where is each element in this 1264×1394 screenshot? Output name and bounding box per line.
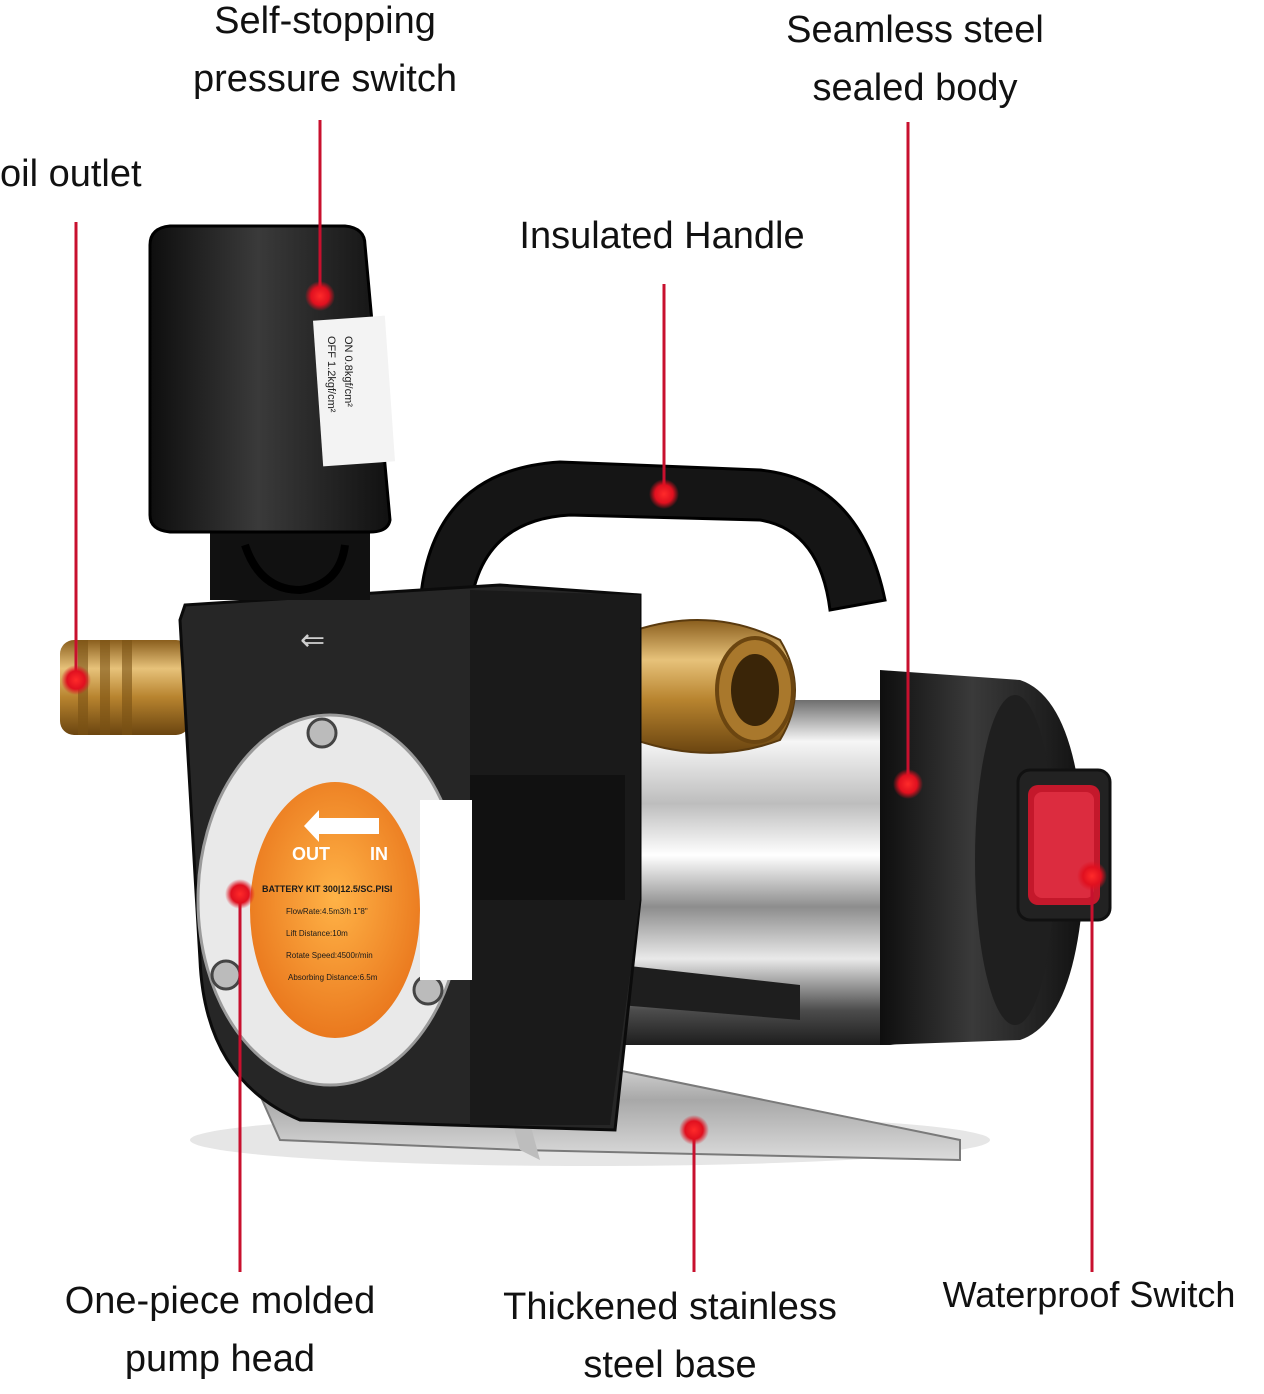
- callout-pressure-switch: Self-stopping pressure switch: [150, 0, 500, 108]
- callout-oil-outlet: oil outlet: [0, 145, 176, 203]
- label-rotate: Rotate Speed:4500r/min: [286, 951, 373, 960]
- callout-pump-head: One-piece molded pump head: [20, 1272, 420, 1388]
- insulated-handle: [418, 460, 887, 612]
- callout-switch-line1: Waterproof Switch: [942, 1274, 1236, 1315]
- callout-handle-line1: Insulated Handle: [519, 215, 805, 257]
- leader-lines: [74, 120, 1094, 1272]
- callout-sealed-body-line1: Seamless steel: [786, 9, 1044, 51]
- marker-outlet: [61, 665, 91, 695]
- pressure-switch: ON 0.8kgf/cm² OFF 1.2kgf/cm²: [148, 224, 396, 600]
- white-block: [420, 800, 472, 980]
- marker-pressure: [305, 281, 335, 311]
- callout-pump-head-line1: One-piece molded: [64, 1280, 376, 1322]
- marker-base: [679, 1115, 709, 1145]
- flow-arrow-icon: ⇐: [300, 624, 325, 657]
- label-in: IN: [370, 844, 388, 864]
- marker-handle: [649, 479, 679, 509]
- callout-pump-head-line2: pump head: [124, 1338, 316, 1380]
- label-model: BATTERY KIT 300|12.5/SC.PISI: [262, 884, 392, 894]
- callout-base-line1: Thickened stainless: [503, 1286, 837, 1328]
- callout-sealed-body: Seamless steel sealed body: [745, 1, 1085, 117]
- steel-body: [560, 700, 910, 1045]
- waterproof-switch: [1016, 768, 1112, 922]
- callout-pressure-switch-line2: pressure switch: [193, 58, 457, 100]
- callout-handle: Insulated Handle: [482, 207, 842, 265]
- label-lift: Lift Distance:10m: [286, 929, 348, 938]
- label-absorb: Absorbing Distance:6.5m: [288, 973, 378, 982]
- sticker-on: ON 0.8kgf/cm²: [342, 336, 354, 407]
- marker-body: [893, 769, 923, 799]
- marker-head: [225, 879, 255, 909]
- sticker-off: OFF 1.2kgf/cm²: [325, 336, 337, 413]
- callout-oil-outlet-line1: oil outlet: [0, 153, 142, 195]
- leader-markers: [61, 281, 1107, 1145]
- label-out: OUT: [292, 844, 330, 864]
- spec-label: OUT IN BATTERY KIT 300|12.5/SC.PISI Flow…: [250, 782, 420, 1038]
- callout-pressure-switch-line1: Self-stopping: [214, 0, 436, 42]
- dark-block: [470, 775, 625, 900]
- callout-base-line2: steel base: [583, 1344, 757, 1386]
- callout-switch: Waterproof Switch: [916, 1266, 1262, 1324]
- label-flow-rate: FlowRate:4.5m3/h 1"8": [286, 907, 368, 916]
- callout-sealed-body-line2: sealed body: [812, 67, 1018, 109]
- callout-base: Thickened stainless steel base: [455, 1278, 885, 1394]
- marker-switch: [1077, 861, 1107, 891]
